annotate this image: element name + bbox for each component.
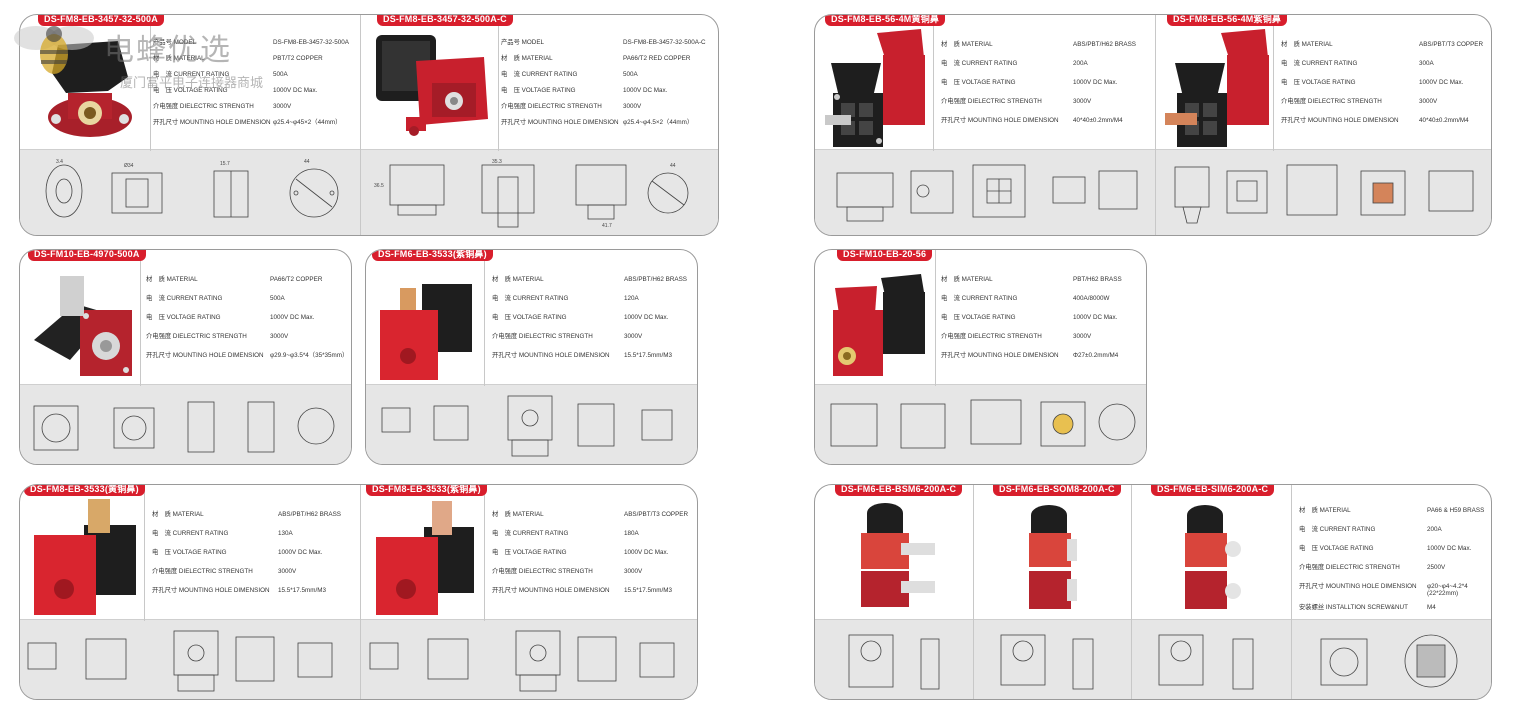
product-photo-10 <box>861 503 935 607</box>
model-tag-4: DS-FM8-EB-56-4M紫铜鼻 <box>1167 15 1288 26</box>
drawing-strip <box>20 384 351 464</box>
model-tag-2: DS-FM8-EB-3457-32-500A-C <box>377 15 513 26</box>
product-photo-7 <box>833 274 925 376</box>
watermark-title: 电蜂优选 <box>104 33 232 68</box>
watermark-logo: 电蜂优选 厦门富平电子连接器商城 <box>8 14 263 91</box>
model-tag-9: DS-FM8-EB-3533(紫铜鼻) <box>366 485 487 496</box>
drawing-strip <box>815 384 1146 464</box>
model-tag-7: DS-FM10-EB-20-56 <box>837 250 933 261</box>
technical-drawing-2: 36.5 35.3 41.7 44 <box>374 159 689 229</box>
model-tag-11: DS-FM6-EB-SOM8-200A-C <box>993 485 1121 496</box>
technical-drawing-5 <box>33 401 335 453</box>
drawing-strip <box>815 619 1491 699</box>
svg-text:44: 44 <box>670 163 676 169</box>
product-photo-11 <box>1029 505 1077 609</box>
watermark-subtitle: 厦门富平电子连接器商城 <box>120 76 264 91</box>
technical-drawing-10 <box>848 634 940 690</box>
product-photo-12 <box>1185 505 1241 609</box>
model-tag-6: DS-FM6-EB-3533(紫铜鼻) <box>372 250 493 261</box>
model-tag-12: DS-FM6-EB-SIM6-200A-C <box>1151 485 1275 496</box>
technical-drawing-12 <box>1158 634 1254 690</box>
product-photo-6 <box>380 284 472 380</box>
technical-drawing-8 <box>27 630 333 692</box>
svg-text:44: 44 <box>304 159 310 165</box>
model-tag-3: DS-FM8-EB-56-4M黄铜鼻 <box>825 15 946 26</box>
product-photo-5 <box>34 276 132 376</box>
model-tag-5: DS-FM10-EB-4970-500A <box>28 250 146 261</box>
technical-drawing-4 <box>1174 164 1474 224</box>
model-tag-10: DS-FM6-EB-BSM6-200A-C <box>835 485 963 496</box>
model-tag-8: DS-FM8-EB-3533(黄铜鼻) <box>24 485 145 496</box>
product-photo-1 <box>48 41 132 137</box>
svg-text:15.7: 15.7 <box>220 161 230 167</box>
technical-drawing-9 <box>369 630 675 692</box>
product-photo-8 <box>34 499 136 615</box>
product-photo-4 <box>1165 29 1269 147</box>
svg-text:36.5: 36.5 <box>374 183 384 189</box>
svg-text:3.4: 3.4 <box>56 159 63 165</box>
model-tag-1: DS-FM8-EB-3457-32-500A <box>38 15 164 26</box>
product-photo-2 <box>376 35 488 136</box>
drawing-strip <box>20 619 697 699</box>
technical-drawing-7 <box>830 399 1136 449</box>
product-photo-9 <box>376 501 474 615</box>
technical-drawing-6 <box>381 395 673 457</box>
technical-drawing-11 <box>1000 634 1094 690</box>
svg-text:35.3: 35.3 <box>492 159 502 165</box>
bee-logo-icon <box>14 26 94 74</box>
technical-drawing-3 <box>836 164 1138 222</box>
technical-drawing-13 <box>1320 634 1458 688</box>
svg-text:41.7: 41.7 <box>602 223 612 229</box>
drawing-strip <box>20 149 718 235</box>
svg-text:Ø34: Ø34 <box>124 163 134 169</box>
product-photo-3 <box>825 29 925 147</box>
